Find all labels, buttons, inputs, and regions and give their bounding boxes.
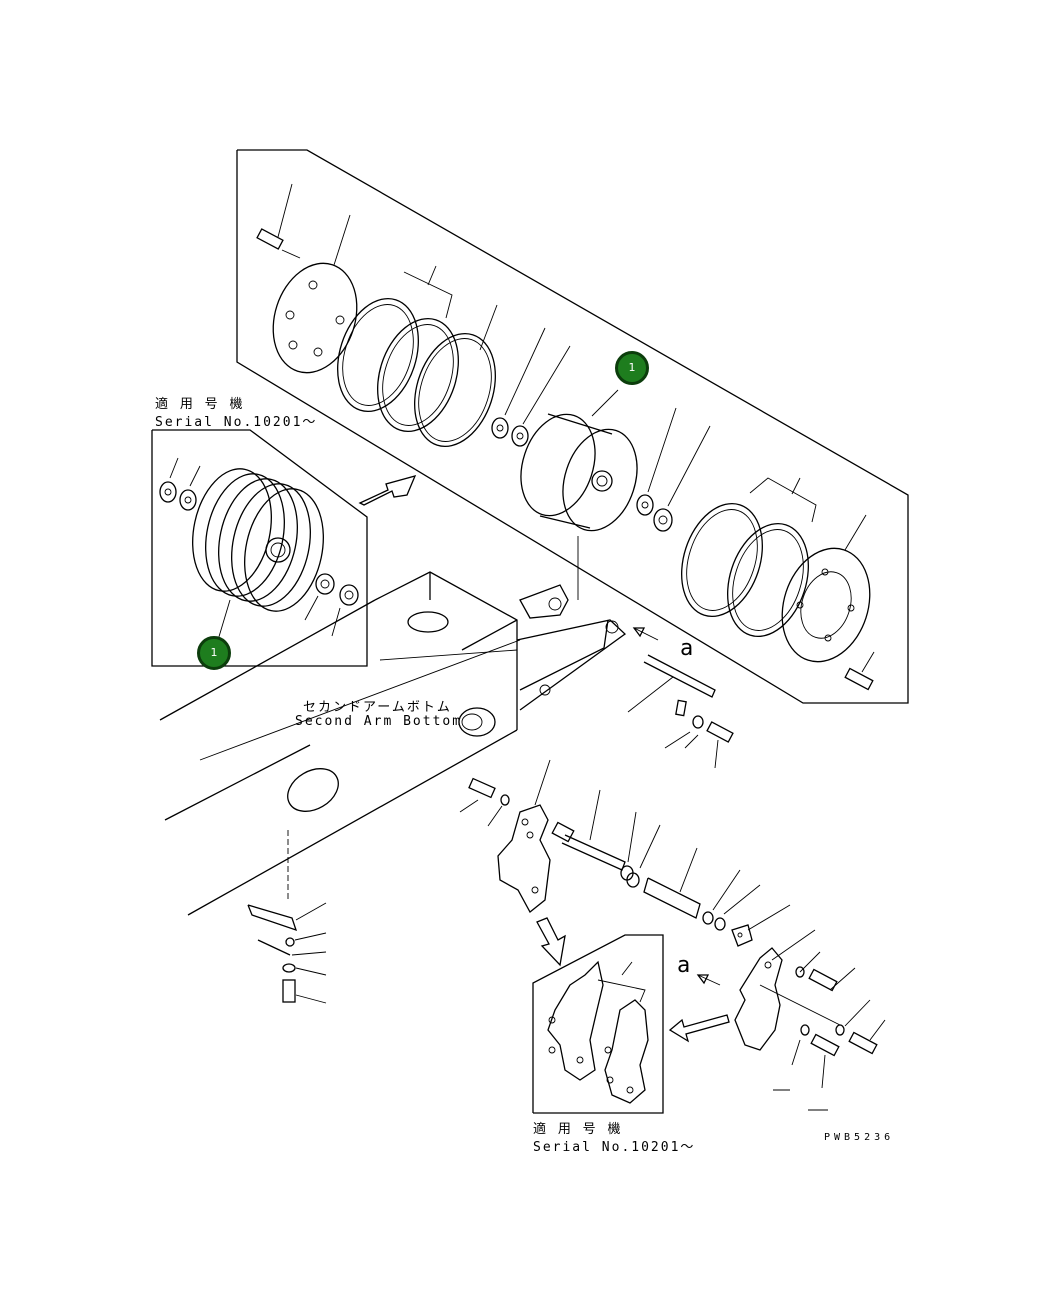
pin-assembly [627,627,734,769]
serial-label-bottom-en: Serial No.10201～ [533,1140,696,1155]
arrow-to-lower-inset [668,1014,730,1043]
arm-label-jp: セカンドアームボトム [303,700,452,715]
lock-pin-assembly [247,830,327,1004]
drawing-code: PWB5236 [824,1132,895,1143]
plate-right [781,514,871,663]
inset-brackets [547,960,649,1104]
washers-upper [491,327,571,447]
arrow-down-to-inset [536,917,566,967]
bolt-left [256,183,301,259]
inset-frame-bottom [532,934,664,1114]
lower-bracket-assembly [459,759,886,1111]
arm-label-en: Second Arm Bottom [295,714,463,729]
arrow-inset-to-main [358,475,417,506]
upper-group-frame [236,149,909,704]
serial-label-bottom-jp: 適 用 号 機 [533,1122,623,1137]
view-letter-a-upper: a [680,636,694,661]
view-letter-a-lower: a [677,953,691,978]
inset-pulley [159,457,359,641]
plate-left [272,214,358,374]
pulley-drum [520,389,638,532]
ring-set-right [681,477,817,638]
ring-set-upper [337,265,498,448]
inset-frame-top [151,429,368,667]
callout-badge-inset[interactable]: 1 [197,636,231,670]
washers-right [636,407,711,532]
serial-label-top-jp: 適 用 号 機 [155,397,245,412]
serial-label-top-en: Serial No.10201～ [155,415,318,430]
callout-badge-main[interactable]: 1 [615,351,649,385]
second-arm-body [159,536,627,916]
bolt-right [844,651,875,691]
